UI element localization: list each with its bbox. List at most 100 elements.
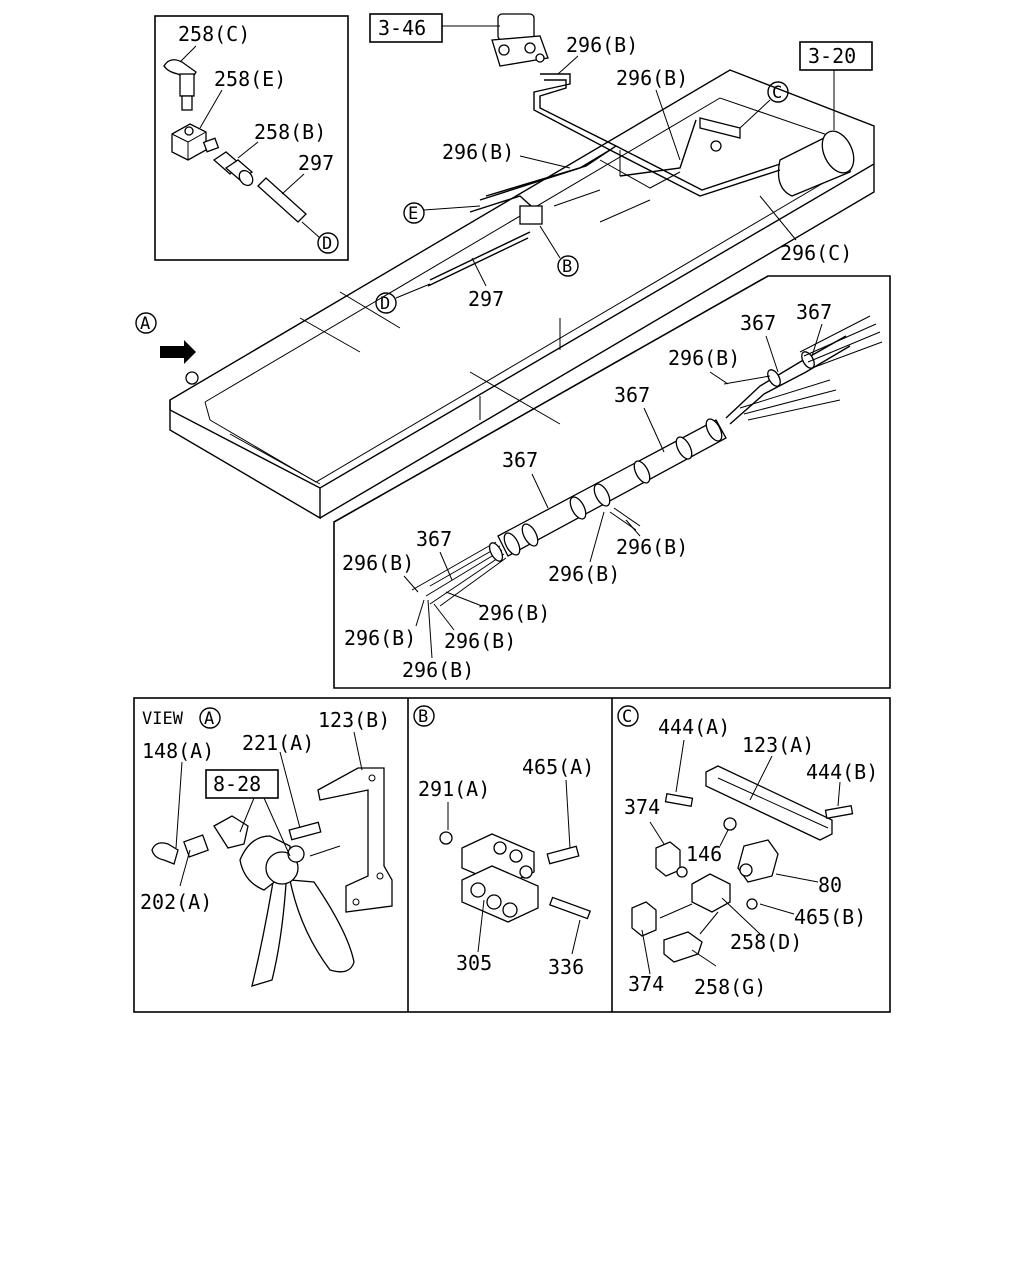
label-w367-c: 367 xyxy=(614,383,650,407)
label-123b: 123(B) xyxy=(318,708,390,732)
fitting-221 xyxy=(213,815,249,849)
label-w296b-g: 296(B) xyxy=(444,629,516,653)
label-w296b-e: 296(B) xyxy=(478,601,550,625)
label-80: 80 xyxy=(818,873,842,897)
harness-detail xyxy=(333,275,891,689)
callout-a-frame: A xyxy=(135,312,157,334)
fitting-374-upper xyxy=(655,841,681,877)
nut-146 xyxy=(723,817,737,831)
label-258e: 258(E) xyxy=(214,67,286,91)
ref-box-3-20[interactable]: 3-20 xyxy=(799,41,873,71)
relay-valve xyxy=(491,13,549,67)
callout-a-view: A xyxy=(199,707,221,729)
svg-text:A: A xyxy=(140,314,150,334)
label-146: 146 xyxy=(686,842,722,866)
inset-frame xyxy=(154,15,349,261)
svg-text:D: D xyxy=(380,294,390,314)
valve-block-305 xyxy=(461,833,539,923)
label-w367-e: 367 xyxy=(416,527,452,551)
bottom-panels-frame xyxy=(133,697,891,1013)
nut-fitting-258b xyxy=(212,151,254,187)
label-w367-d: 367 xyxy=(502,448,538,472)
label-w296b-h: 296(B) xyxy=(402,658,474,682)
svg-text:D: D xyxy=(322,234,332,254)
label-w367-a: 367 xyxy=(796,300,832,324)
harness-clips xyxy=(503,418,723,556)
bolt-444a xyxy=(664,793,694,807)
label-465a: 465(A) xyxy=(522,755,594,779)
panel-view-a: VIEW A 148(A) 221(A) 123( xyxy=(140,707,393,987)
air-tank xyxy=(777,130,855,197)
panel-c: C 444(A) 123(A) 444(B) 374 146 80 465(B) xyxy=(617,705,878,999)
chassis-frame xyxy=(160,13,875,520)
left-fitting xyxy=(185,371,199,385)
svg-text:E: E xyxy=(408,204,418,224)
label-w367-b: 367 xyxy=(740,311,776,335)
svg-text:C: C xyxy=(772,83,782,103)
bolt-221a xyxy=(288,821,322,841)
label-258d: 258(D) xyxy=(730,930,802,954)
label-w296b-a: 296(B) xyxy=(668,346,740,370)
label-465b: 465(B) xyxy=(794,905,866,929)
label-296b-top1: 296(B) xyxy=(566,33,638,57)
label-148a: 148(A) xyxy=(142,739,214,763)
bracket-123b xyxy=(317,767,393,913)
ref-box-8-28[interactable]: 8-28 xyxy=(205,769,279,799)
label-297-inset: 297 xyxy=(298,151,334,175)
label-297-frame: 297 xyxy=(468,287,504,311)
label-444a: 444(A) xyxy=(658,715,730,739)
label-374-lower: 374 xyxy=(628,972,664,996)
label-123a: 123(A) xyxy=(742,733,814,757)
elbow-148a xyxy=(151,842,179,865)
view-arrow xyxy=(160,340,196,364)
ref-box-3-46[interactable]: 3-46 xyxy=(369,13,443,43)
block-fitting-258e xyxy=(171,123,220,161)
callout-b-frame: B xyxy=(539,225,579,277)
label-296b-top3: 296(B) xyxy=(442,140,514,164)
label-444b: 444(B) xyxy=(806,760,878,784)
callout-e-frame: E xyxy=(403,202,481,224)
air-horn xyxy=(239,835,355,987)
bolt-336 xyxy=(549,896,591,920)
label-258c: 258(C) xyxy=(178,22,250,46)
svg-text:3-20: 3-20 xyxy=(808,44,856,68)
callout-c-frame: C xyxy=(739,81,789,129)
label-291a: 291(A) xyxy=(418,777,490,801)
fitting-374-lower xyxy=(631,901,657,937)
pipe-run xyxy=(427,73,781,287)
callout-c-panel: C xyxy=(617,705,639,727)
callout-d-frame: D xyxy=(375,283,431,314)
tee-b xyxy=(519,205,543,225)
label-296b-top2: 296(B) xyxy=(616,66,688,90)
label-296c: 296(C) xyxy=(780,241,852,265)
label-258b: 258(B) xyxy=(254,120,326,144)
block-258d xyxy=(691,873,731,913)
svg-text:B: B xyxy=(418,707,428,727)
label-221a: 221(A) xyxy=(242,731,314,755)
label-w296b-b: 296(B) xyxy=(342,551,414,575)
svg-text:3-46: 3-46 xyxy=(378,16,426,40)
nut-291a xyxy=(439,831,453,845)
callout-d-inset: D xyxy=(317,232,339,254)
fitting-inset: 258(C) 258(E) 258(B) 297 D xyxy=(154,15,349,261)
label-305: 305 xyxy=(456,951,492,975)
view-title: VIEW xyxy=(142,709,184,729)
elbow-258g xyxy=(663,931,703,963)
elbow-fitting-258c xyxy=(163,59,197,111)
bolt-465a xyxy=(546,845,580,865)
label-w296b-d: 296(B) xyxy=(548,562,620,586)
harness-tube xyxy=(497,419,727,557)
panel-b: B 291(A) 465(A) 305 336 xyxy=(413,705,594,979)
svg-text:8-28: 8-28 xyxy=(213,772,261,796)
svg-text:C: C xyxy=(622,707,632,727)
fitting-202a xyxy=(183,834,209,858)
svg-text:B: B xyxy=(562,257,572,277)
bolt-444b xyxy=(824,805,854,819)
bracket-123a xyxy=(705,765,833,841)
label-258g: 258(G) xyxy=(694,975,766,999)
harness-frame xyxy=(333,275,891,689)
hose-297 xyxy=(257,177,307,223)
callout-b-panel: B xyxy=(413,705,435,727)
label-202a: 202(A) xyxy=(140,890,212,914)
